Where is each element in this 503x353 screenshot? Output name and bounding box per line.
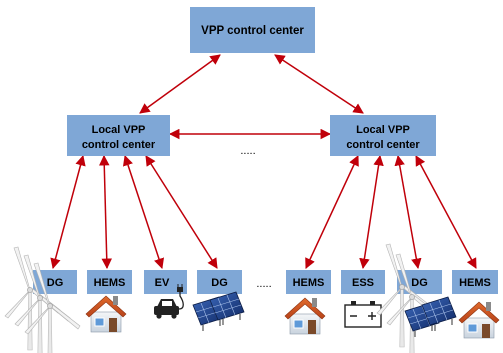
device-label-right-hems: HEMS [293,277,325,289]
device-label-left-ev: EV [155,277,170,289]
local-vpp-left-node: Local VPP control center [67,115,170,156]
device-label-right-dg: DG [411,277,428,289]
arrow-top-to-right-local [274,54,364,114]
arrow-left-dg [50,154,86,270]
local-vpp-left-line2: control center [82,139,156,151]
solar-panel-icon [192,291,245,332]
battery-icon [344,301,382,328]
arrow-left-hems [99,154,112,270]
device-label-left-dg-solar: DG [211,277,228,289]
house-icon [284,297,326,335]
local-vpp-right-line2: control center [346,139,420,151]
arrow-right-dg [394,154,422,270]
vpp-control-center-label: VPP control center [201,25,304,37]
wind-turbine-icon [376,243,443,353]
electric-car-icon [154,284,184,319]
device-label-right-hems-2: HEMS [459,277,491,289]
arrow-left-dg-solar [145,155,218,269]
device-label-left-hems: HEMS [94,277,126,289]
local-vpp-left-line1: Local VPP [92,124,146,136]
middle-ellipsis: ..... [240,145,255,157]
arrow-right-hems-2 [415,155,477,269]
connection-arrows [50,54,477,270]
arrow-top-to-left-local [139,54,221,114]
device-label-left-dg: DG [47,277,64,289]
local-vpp-right-line1: Local VPP [356,124,410,136]
house-icon [85,295,127,333]
vpp-control-center-node: VPP control center [190,7,315,53]
arrow-right-hems [305,155,359,269]
device-label-right-ess: ESS [352,277,374,289]
wind-turbine-icon [4,246,81,353]
arrow-right-ess [359,154,384,270]
local-vpp-right-node: Local VPP control center [330,115,436,156]
house-icon [458,301,500,339]
bottom-ellipsis: ..... [256,278,271,290]
